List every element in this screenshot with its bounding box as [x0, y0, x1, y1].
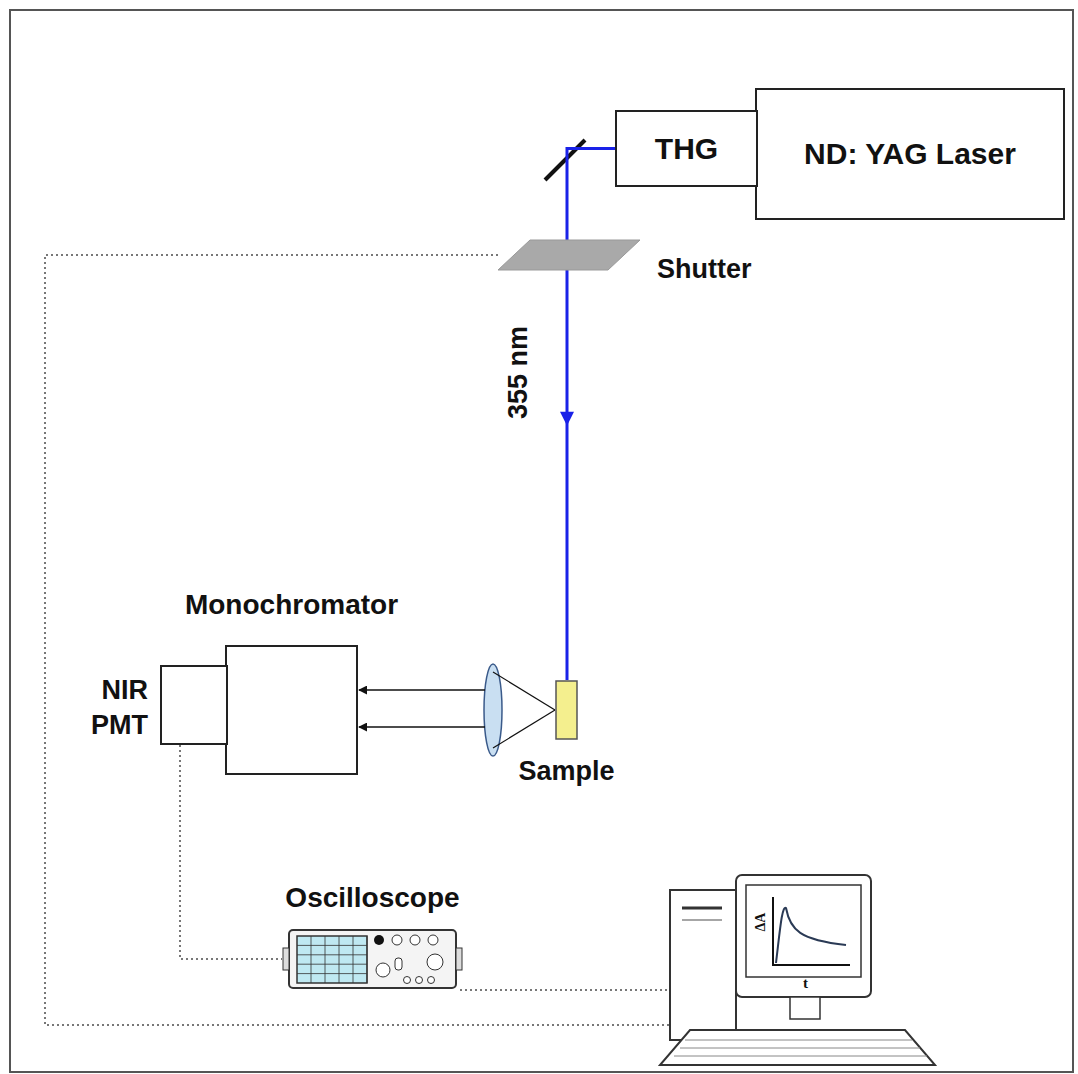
mirror: [545, 140, 585, 180]
instrument-label: ND: YAG Laser: [804, 137, 1016, 171]
instrument-box: THG: [615, 110, 758, 187]
instrument-label: THG: [655, 132, 718, 166]
axis-label: t: [803, 975, 808, 992]
computer: [660, 875, 935, 1065]
instrument-shape: Shutter: [498, 240, 640, 270]
instrument-label: Sample: [518, 756, 614, 787]
data-wire: [460, 989, 670, 991]
instrument-label: NIR PMT: [74, 673, 148, 743]
instrument-label: Monochromator: [185, 589, 398, 621]
instrument-box: Monochromator: [225, 645, 358, 775]
node-shape: [555, 680, 578, 740]
frame: [10, 10, 1073, 1072]
connector: [359, 664, 555, 756]
connector: [567, 149, 615, 241]
instrument-label: Oscilloscope: [285, 882, 459, 914]
trigger-wire: [45, 255, 680, 1025]
axis-label: ΔA: [753, 913, 769, 932]
connector: [560, 270, 574, 680]
instrument-shape: Oscilloscope: [285, 928, 460, 990]
instrument-shape: Sample: [555, 680, 578, 740]
instrument-box: NIR PMT: [160, 665, 228, 745]
node-shape: [285, 928, 460, 990]
wavelength-label: 355 nm: [504, 326, 535, 419]
connector: [180, 745, 282, 959]
node-shape: [498, 240, 640, 270]
instrument-box: ND: YAG Laser: [755, 88, 1065, 220]
instrument-label: Shutter: [657, 254, 752, 285]
